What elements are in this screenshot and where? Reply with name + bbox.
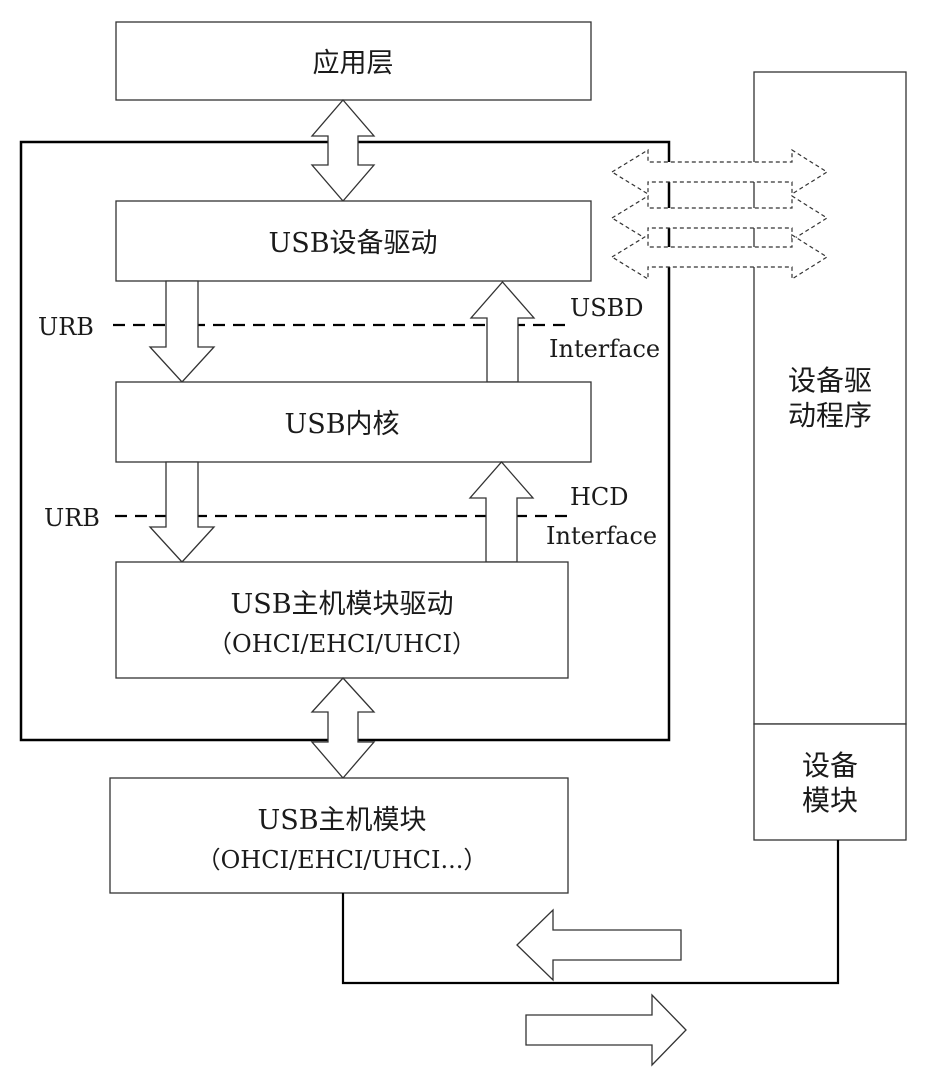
hcd-up-arrow [468, 461, 535, 563]
left-direction-arrow [516, 908, 682, 982]
urb-label-top: URB [38, 313, 94, 341]
usb-device-driver-node: USB设备驱动 [115, 200, 592, 282]
urb-label-bottom: URB [44, 504, 100, 532]
dashed-double-arrow-1 [610, 148, 829, 196]
urb-down-arrow-top [148, 280, 216, 383]
application-layer-label: 应用层 [313, 48, 394, 79]
right-direction-arrow [525, 993, 687, 1067]
host-module-node: USB主机模块 （OHCI/EHCI/UHCI...） [109, 777, 569, 894]
device-driver-program-label-line1: 设备驱 [788, 364, 872, 397]
device-module-label-line1: 设备 [802, 749, 858, 782]
host-module-driver-label-line2: （OHCI/EHCI/UHCI） [208, 630, 476, 658]
application-layer-node: 应用层 [115, 21, 592, 101]
host-module-label-line1: USB主机模块 [257, 805, 426, 836]
driver-host-double-arrow [310, 677, 376, 779]
host-device-connection-wire [341, 840, 840, 985]
device-module-node: 设备 模块 [753, 723, 907, 841]
app-driver-double-arrow [310, 99, 376, 202]
usb-core-node: USB内核 [115, 381, 592, 463]
urb-down-arrow-bottom [148, 461, 216, 563]
usb-core-label: USB内核 [284, 409, 399, 440]
usbd-interface-label-line1: USBD [570, 294, 644, 322]
hcd-interface-label-line1: HCD [570, 483, 629, 511]
host-module-driver-node: USB主机模块驱动 （OHCI/EHCI/UHCI） [115, 561, 569, 679]
dashed-double-arrow-2 [610, 194, 829, 242]
hcd-interface-label-line2: Interface [546, 522, 657, 550]
usbd-interface-label-line2: Interface [549, 335, 660, 363]
device-driver-program-label-line2: 动程序 [788, 399, 872, 432]
host-module-driver-label-line1: USB主机模块驱动 [230, 589, 453, 620]
usb-device-driver-label: USB设备驱动 [268, 228, 437, 259]
usbd-up-arrow [469, 281, 536, 383]
dashed-double-arrow-3 [610, 233, 829, 281]
host-module-label-line2: （OHCI/EHCI/UHCI...） [197, 846, 488, 874]
device-module-label-line2: 模块 [802, 784, 858, 817]
